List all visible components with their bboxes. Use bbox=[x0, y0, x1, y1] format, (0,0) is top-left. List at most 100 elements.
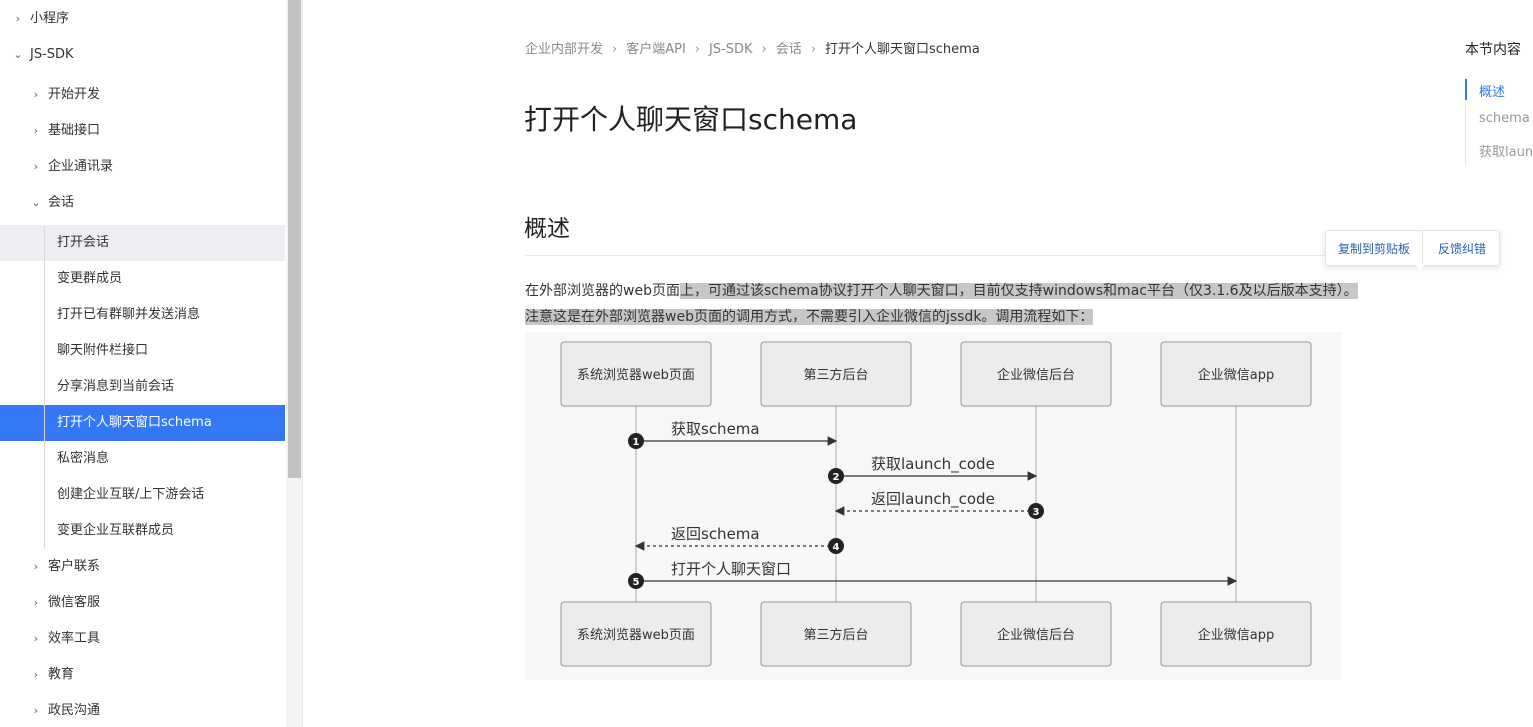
breadcrumb-separator-icon: › bbox=[612, 42, 618, 57]
step-number-badge bbox=[628, 573, 644, 589]
participant-label: 系统浏览器web页面 bbox=[577, 627, 695, 643]
step-number: 3 bbox=[1033, 507, 1040, 518]
chevron-right-icon: › bbox=[33, 160, 39, 173]
sidebar-item-label: 微信客服 bbox=[48, 595, 101, 610]
sidebar-item-label: 企业通讯录 bbox=[48, 159, 114, 174]
sidebar-item-label: 效率工具 bbox=[48, 631, 101, 646]
step-number-badge bbox=[828, 538, 844, 554]
paragraph-line-2: 注意这是在外部浏览器web页面的调用方式，不需要引入企业微信的jssdk。调用流… bbox=[525, 305, 1094, 329]
sidebar-item-label: 聊天附件栏接口 bbox=[57, 343, 149, 358]
sidebar-item-contacts[interactable]: › 企业通讯录 bbox=[0, 149, 285, 185]
tooltip-arrow bbox=[1414, 264, 1426, 270]
participant-label: 企业微信app bbox=[1198, 367, 1274, 383]
participant-box bbox=[560, 341, 712, 407]
sidebar-item-label: 打开会话 bbox=[57, 235, 110, 250]
sidebar-item-label: 客户联系 bbox=[48, 559, 101, 574]
sidebar-item-label: 打开个人聊天窗口schema bbox=[57, 415, 212, 430]
sidebar-item-open-chat-schema[interactable]: 打开个人聊天窗口schema bbox=[0, 405, 285, 441]
step-number: 5 bbox=[633, 577, 640, 588]
sidebar-item-wechat-service[interactable]: › 微信客服 bbox=[0, 585, 285, 621]
toc-title: 本节内容 bbox=[1465, 42, 1521, 58]
sidebar-item-session[interactable]: ⌄ 会话 bbox=[0, 185, 285, 221]
toc-item-schema[interactable]: schema bbox=[1479, 111, 1530, 126]
message-label: 获取schema bbox=[671, 420, 760, 438]
chevron-right-icon: › bbox=[33, 596, 39, 609]
paragraph-line-1: 在外部浏览器的web页面上，可通过该schema协议打开个人聊天窗口，目前仅支持… bbox=[525, 279, 1358, 303]
sidebar: › 小程序 ⌄ JS-SDK › 开始开发 › 基础接口 › 企业通讯录 ⌄ 会… bbox=[0, 0, 285, 727]
participant-box bbox=[760, 601, 912, 667]
sidebar-item-customer-contact[interactable]: › 客户联系 bbox=[0, 549, 285, 585]
sidebar-item-education[interactable]: › 教育 bbox=[0, 657, 285, 693]
sidebar-item-label: 变更群成员 bbox=[57, 271, 123, 286]
step-number-badge bbox=[1028, 503, 1044, 519]
sidebar-item-getting-started[interactable]: › 开始开发 bbox=[0, 77, 285, 113]
paragraph-text: 在外部浏览器的web页面 bbox=[525, 283, 680, 299]
tree-line bbox=[44, 226, 45, 548]
breadcrumb-link[interactable]: 会话 bbox=[775, 42, 802, 57]
sidebar-item-attachment-bar[interactable]: 聊天附件栏接口 bbox=[0, 333, 285, 369]
sidebar-scrollbar-thumb[interactable] bbox=[288, 0, 301, 478]
sidebar-item-share-message[interactable]: 分享消息到当前会话 bbox=[0, 369, 285, 405]
paragraph-selected-text: 上，可通过该schema协议打开个人聊天窗口，目前仅支持windows和mac平… bbox=[679, 283, 1358, 299]
sidebar-item-label: 教育 bbox=[48, 667, 75, 682]
breadcrumb-link[interactable]: 客户端API bbox=[626, 42, 686, 57]
chevron-right-icon: › bbox=[15, 12, 21, 25]
sidebar-item-efficiency-tools[interactable]: › 效率工具 bbox=[0, 621, 285, 657]
participant-box bbox=[1160, 601, 1312, 667]
section-divider bbox=[525, 255, 1395, 256]
sidebar-item-private-message[interactable]: 私密消息 bbox=[0, 441, 285, 477]
chevron-down-icon: ⌄ bbox=[13, 48, 23, 61]
toc-item-get-launch-code[interactable]: 获取laun bbox=[1479, 145, 1533, 160]
toc-active-indicator bbox=[1465, 79, 1467, 100]
sidebar-item-open-session[interactable]: 打开会话 bbox=[0, 225, 285, 261]
sidebar-item-label: 开始开发 bbox=[48, 87, 101, 102]
message-label: 返回schema bbox=[671, 525, 760, 543]
sidebar-item-gov-communication[interactable]: › 政民沟通 bbox=[0, 693, 285, 727]
step-number: 2 bbox=[833, 472, 840, 483]
sequence-diagram-svg: 系统浏览器web页面第三方后台企业微信后台企业微信app系统浏览器web页面第三… bbox=[560, 341, 1312, 667]
tooltip-separator bbox=[1422, 231, 1423, 265]
sidebar-item-open-group-send[interactable]: 打开已有群聊并发送消息 bbox=[0, 297, 285, 333]
chevron-right-icon: › bbox=[33, 668, 39, 681]
sidebar-item-change-interconnect-members[interactable]: 变更企业互联群成员 bbox=[0, 513, 285, 549]
sidebar-item-label: 创建企业互联/上下游会话 bbox=[57, 487, 205, 502]
toc-line bbox=[1465, 78, 1466, 165]
participant-label: 企业微信后台 bbox=[997, 627, 1075, 643]
step-number-badge bbox=[628, 433, 644, 449]
chevron-right-icon: › bbox=[33, 704, 39, 717]
sidebar-item-create-interconnect[interactable]: 创建企业互联/上下游会话 bbox=[0, 477, 285, 513]
chevron-down-icon: ⌄ bbox=[31, 196, 41, 209]
toc-item-overview[interactable]: 概述 bbox=[1479, 85, 1506, 100]
sidebar-item-label: 变更企业互联群成员 bbox=[57, 523, 175, 538]
sidebar-item-jssdk[interactable]: ⌄ JS-SDK bbox=[0, 37, 285, 73]
breadcrumb-separator-icon: › bbox=[761, 42, 767, 57]
sidebar-item-miniprogram[interactable]: › 小程序 bbox=[0, 1, 285, 37]
step-number: 4 bbox=[833, 542, 840, 553]
breadcrumb-separator-icon: › bbox=[810, 42, 816, 57]
sidebar-item-basic-api[interactable]: › 基础接口 bbox=[0, 113, 285, 149]
participant-box bbox=[960, 601, 1112, 667]
sidebar-item-label: JS-SDK bbox=[30, 47, 74, 62]
breadcrumb-separator-icon: › bbox=[694, 42, 700, 57]
feedback-button[interactable]: 反馈纠错 bbox=[1438, 242, 1487, 256]
paragraph-selected-text: 注意这是在外部浏览器web页面的调用方式，不需要引入企业微信的jssdk。调用流… bbox=[525, 309, 1094, 325]
breadcrumb-link[interactable]: JS-SDK bbox=[709, 42, 753, 57]
section-title: 概述 bbox=[524, 216, 570, 242]
step-number: 1 bbox=[633, 437, 640, 448]
participant-label: 系统浏览器web页面 bbox=[577, 367, 695, 383]
message-label: 返回launch_code bbox=[871, 490, 995, 509]
breadcrumb-link[interactable]: 企业内部开发 bbox=[525, 42, 604, 57]
chevron-right-icon: › bbox=[33, 632, 39, 645]
sidebar-item-change-members[interactable]: 变更群成员 bbox=[0, 261, 285, 297]
participant-box bbox=[960, 341, 1112, 407]
sidebar-item-label: 基础接口 bbox=[48, 123, 101, 138]
sidebar-item-label: 分享消息到当前会话 bbox=[57, 379, 175, 394]
copy-to-clipboard-button[interactable]: 复制到剪贴板 bbox=[1338, 242, 1411, 256]
message-label: 获取launch_code bbox=[871, 455, 995, 474]
participant-label: 企业微信后台 bbox=[997, 367, 1075, 383]
sidebar-item-label: 小程序 bbox=[30, 11, 70, 26]
step-number-badge bbox=[828, 468, 844, 484]
participant-box bbox=[1160, 341, 1312, 407]
message-label: 打开个人聊天窗口 bbox=[671, 560, 791, 578]
participant-box bbox=[760, 341, 912, 407]
